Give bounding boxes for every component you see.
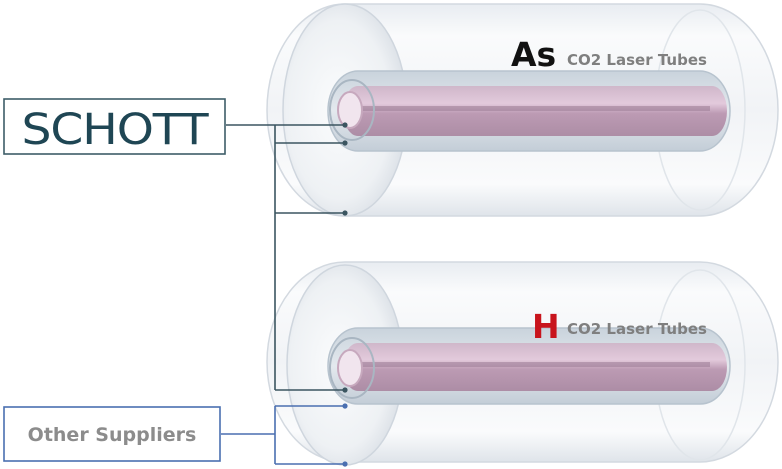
connector-dot [342,210,348,216]
tube-upper-caption-text: CO2 Laser Tubes [567,51,707,69]
tube-upper [266,3,779,217]
connector-dot [342,403,348,409]
connector-dot [342,461,348,467]
connector-dots-other [342,403,348,467]
other-suppliers-label: Other Suppliers [28,424,197,446]
tube-lower [266,261,779,466]
connector-dot [342,140,348,146]
schott-connector [226,124,345,391]
other-suppliers-box: Other Suppliers [3,406,221,462]
tube-lower-caption-text: CO2 Laser Tubes [567,320,707,338]
connector-dots-schott [342,122,348,393]
schott-logo: SCHOTT [22,105,210,155]
connector-dot [342,387,348,393]
tube-lower-caption: H CO2 Laser Tubes [532,307,707,346]
schott-supplier-box: SCHOTT [3,98,226,155]
tube-upper-caption: As CO2 Laser Tubes [511,35,707,74]
tube-upper-letter: As [511,35,556,74]
connector-dot [342,122,348,128]
other-suppliers-connector [221,405,345,465]
tube-lower-letter: H [532,307,560,346]
